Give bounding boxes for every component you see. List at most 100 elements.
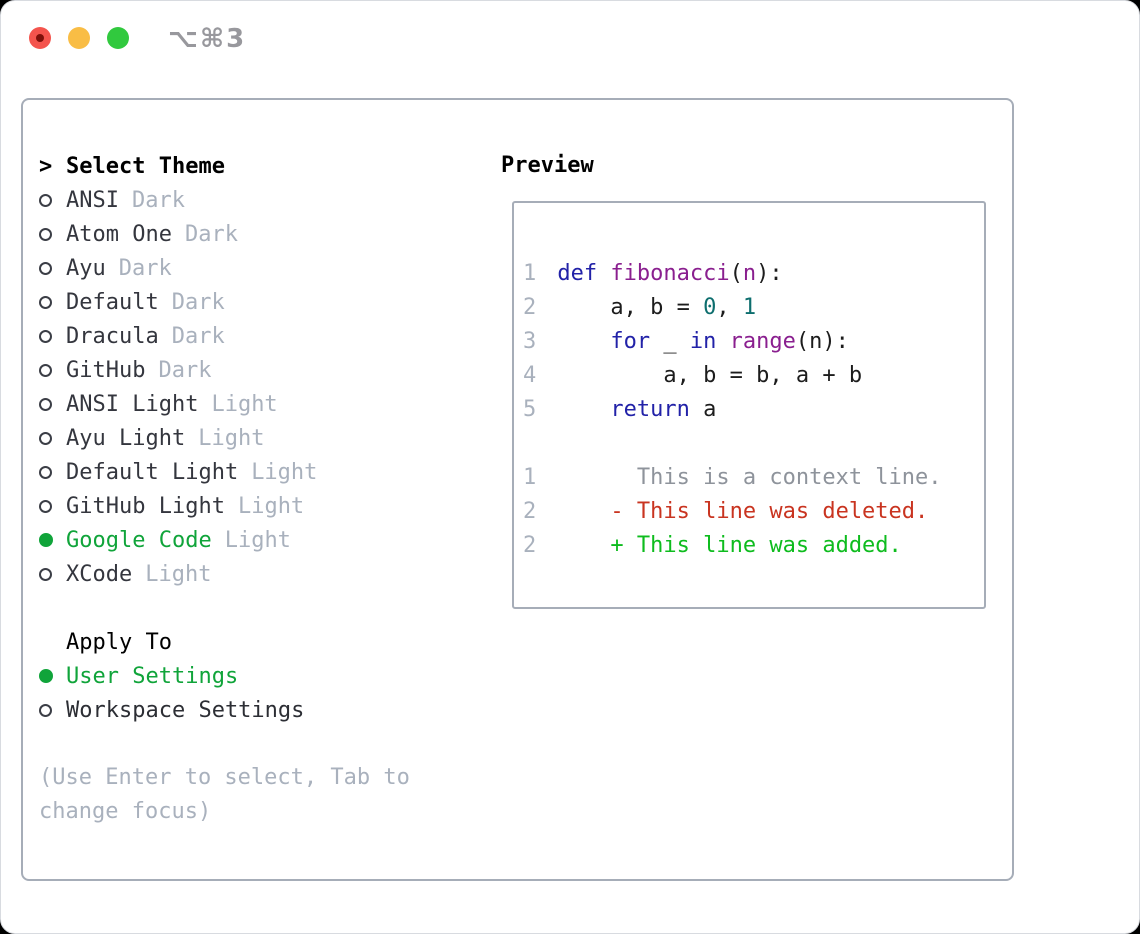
- apply-to-title: Apply To: [66, 629, 172, 655]
- radio-unselected-icon: [39, 363, 52, 377]
- help-text: (Use Enter to select, Tab to change focu…: [39, 761, 410, 829]
- radio-unselected-icon: [39, 261, 52, 275]
- code-line: 2 a, b = 0, 1: [523, 291, 984, 325]
- help-text-line-1: (Use Enter to select, Tab to: [39, 765, 410, 790]
- theme-list-item[interactable]: Default Dark: [39, 285, 410, 319]
- theme-variant-label: Dark: [158, 357, 212, 383]
- theme-name: Dracula: [66, 323, 159, 349]
- radio-selected-icon: [39, 669, 53, 683]
- line-number: 2: [523, 295, 537, 320]
- apply-to-option[interactable]: Workspace Settings: [39, 693, 410, 727]
- window-title: ⌥⌘3: [168, 24, 247, 54]
- radio-unselected-icon: [39, 499, 52, 513]
- theme-variant-label: Light: [211, 391, 278, 417]
- select-theme-heading-row: > Select Theme: [39, 149, 410, 183]
- code-token: fibonacci: [610, 261, 730, 286]
- radio-icon-column: [39, 193, 66, 207]
- code-token: a, b = b, a + b: [557, 363, 863, 388]
- radio-icon-column: [39, 703, 66, 717]
- theme-name: GitHub: [66, 357, 146, 383]
- code-token: ,: [716, 295, 743, 320]
- code-token: [557, 397, 610, 422]
- apply-to-option[interactable]: User Settings: [39, 659, 410, 693]
- code-token: n: [742, 261, 757, 286]
- minimize-button[interactable]: [68, 27, 90, 49]
- code-token: 0: [703, 295, 717, 320]
- zoom-button[interactable]: [107, 27, 129, 49]
- radio-icon-column: [39, 567, 66, 581]
- radio-unselected-icon: [39, 567, 52, 581]
- radio-icon-column: [39, 397, 66, 411]
- theme-variant-label: Dark: [184, 221, 238, 247]
- radio-icon-column: [39, 533, 66, 547]
- theme-name: ANSI Light: [66, 391, 199, 417]
- theme-list-item[interactable]: ANSI Dark: [39, 183, 410, 217]
- diff-preview-block: 1 This is a context line.2 - This line w…: [523, 461, 984, 563]
- code-token: (n):: [795, 329, 849, 354]
- code-token: [597, 261, 610, 286]
- diff-text: This is a context line.: [557, 465, 942, 490]
- diff-text: - This line was deleted.: [557, 499, 929, 524]
- theme-variant-label: Dark: [171, 289, 225, 315]
- radio-icon-column: [39, 363, 66, 377]
- code-token: in: [689, 329, 717, 354]
- code-token: ):: [756, 261, 783, 286]
- radio-selected-icon: [39, 533, 53, 547]
- code-token: [557, 329, 610, 354]
- select-theme-title: Select Theme: [66, 153, 225, 179]
- theme-name: ANSI: [66, 187, 119, 213]
- radio-unselected-icon: [39, 193, 52, 207]
- diff-text: + This line was added.: [557, 533, 902, 558]
- theme-name: Default: [66, 289, 159, 315]
- radio-unselected-icon: [39, 397, 52, 411]
- apply-to-option-label: User Settings: [66, 663, 239, 689]
- radio-icon-column: [39, 669, 66, 683]
- theme-variant-label: Dark: [171, 323, 225, 349]
- radio-icon-column: [39, 261, 66, 275]
- unsaved-changes-dot-icon: [36, 34, 44, 42]
- theme-name: Atom One: [66, 221, 172, 247]
- theme-variant-label: Dark: [131, 187, 185, 213]
- radio-unselected-icon: [39, 431, 52, 445]
- line-number: 2: [523, 533, 537, 558]
- radio-unselected-icon: [39, 227, 52, 241]
- apply-to-heading-row: Apply To: [39, 625, 410, 659]
- theme-list-item[interactable]: ANSI Light Light: [39, 387, 410, 421]
- code-token: for: [610, 329, 651, 354]
- preview-title: Preview: [501, 153, 594, 178]
- line-number: 1: [523, 465, 537, 490]
- line-number: 3: [523, 329, 537, 354]
- radio-icon-column: [39, 329, 66, 343]
- diff-line-context: 1 This is a context line.: [523, 461, 984, 495]
- theme-variant-label: Dark: [118, 255, 172, 281]
- diff-line-added: 2 + This line was added.: [523, 529, 984, 563]
- theme-list-item[interactable]: Atom One Dark: [39, 217, 410, 251]
- diff-line-deleted: 2 - This line was deleted.: [523, 495, 984, 529]
- line-number: 5: [523, 397, 537, 422]
- radio-icon-column: [39, 227, 66, 241]
- radio-unselected-icon: [39, 295, 52, 309]
- code-token: _: [650, 329, 690, 354]
- code-line: 3 for _ in range(n):: [523, 325, 984, 359]
- close-button[interactable]: [29, 27, 51, 49]
- radio-icon-column: [39, 295, 66, 309]
- radio-unselected-icon: [39, 465, 52, 479]
- radio-icon-column: [39, 499, 66, 513]
- theme-list-item[interactable]: GitHub Dark: [39, 353, 410, 387]
- theme-name: Ayu Light: [66, 425, 186, 451]
- theme-list-item[interactable]: Dracula Dark: [39, 319, 410, 353]
- radio-icon-column: [39, 431, 66, 445]
- radio-unselected-icon: [39, 703, 52, 717]
- code-line: 4 a, b = b, a + b: [523, 359, 984, 393]
